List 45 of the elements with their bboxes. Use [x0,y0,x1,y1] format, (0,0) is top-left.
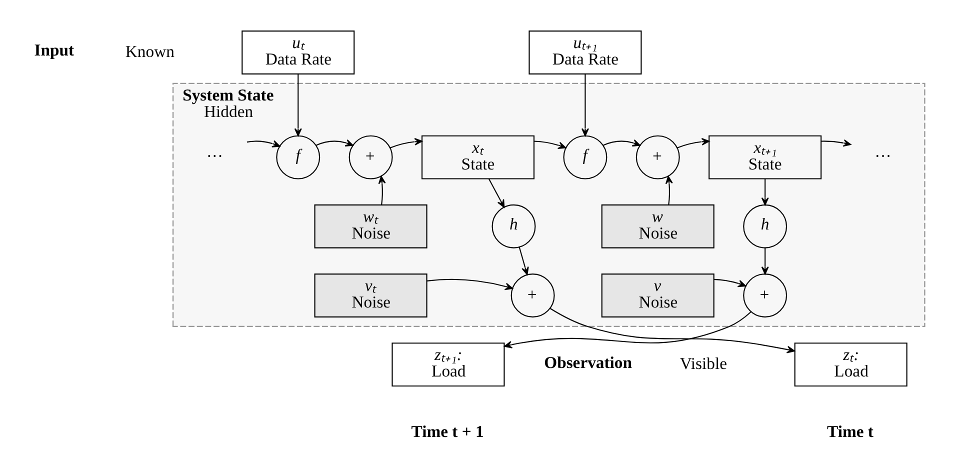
arrow [389,138,422,148]
label: Known [124,42,174,61]
node-circle: + [348,135,392,180]
node-circle: f [276,135,320,180]
node-box: uₜ₊₁ Data Rate [528,30,642,74]
node-box: vₜ Noise [314,274,427,318]
label: Observation [544,352,632,372]
arrow [316,139,353,146]
node-box: wₜ Noise [314,204,427,248]
arrow [676,138,710,148]
label: Time t + 1 [410,422,484,441]
arrow [534,140,566,149]
arrow [294,74,302,136]
node-circle: h [491,204,536,248]
node-box: w Noise [600,204,714,248]
node-circle: + [510,274,554,318]
arrow [426,278,513,290]
arrow [504,312,751,348]
arrow [713,278,746,288]
label: Input [34,40,74,60]
arrow [760,248,768,275]
arrow [580,74,588,136]
label: Visible [679,354,727,373]
node-text: ··· [206,146,223,166]
arrow [602,139,640,146]
arrow [378,176,386,205]
arrow [518,247,528,276]
arrow [549,308,794,354]
node-box: zₜ₊₁: Load [391,342,504,387]
node-box: v Noise [600,274,714,318]
node-box: xₜ State [420,135,534,180]
arrow [820,139,851,147]
label: Time t [826,422,873,441]
node-circle: f [562,135,607,180]
node-circle: + [635,135,680,180]
arrow [246,140,280,148]
node-box: uₜ Data Rate [241,30,354,74]
arrow [760,178,768,206]
node-box: xₜ₊₁ State [708,135,822,180]
node-circle: + [742,274,787,318]
arrow [488,178,504,208]
arrow [664,176,672,205]
node-box: zₜ: Load [794,342,907,387]
node-circle: h [742,204,787,248]
node-text: ··· [874,146,891,166]
